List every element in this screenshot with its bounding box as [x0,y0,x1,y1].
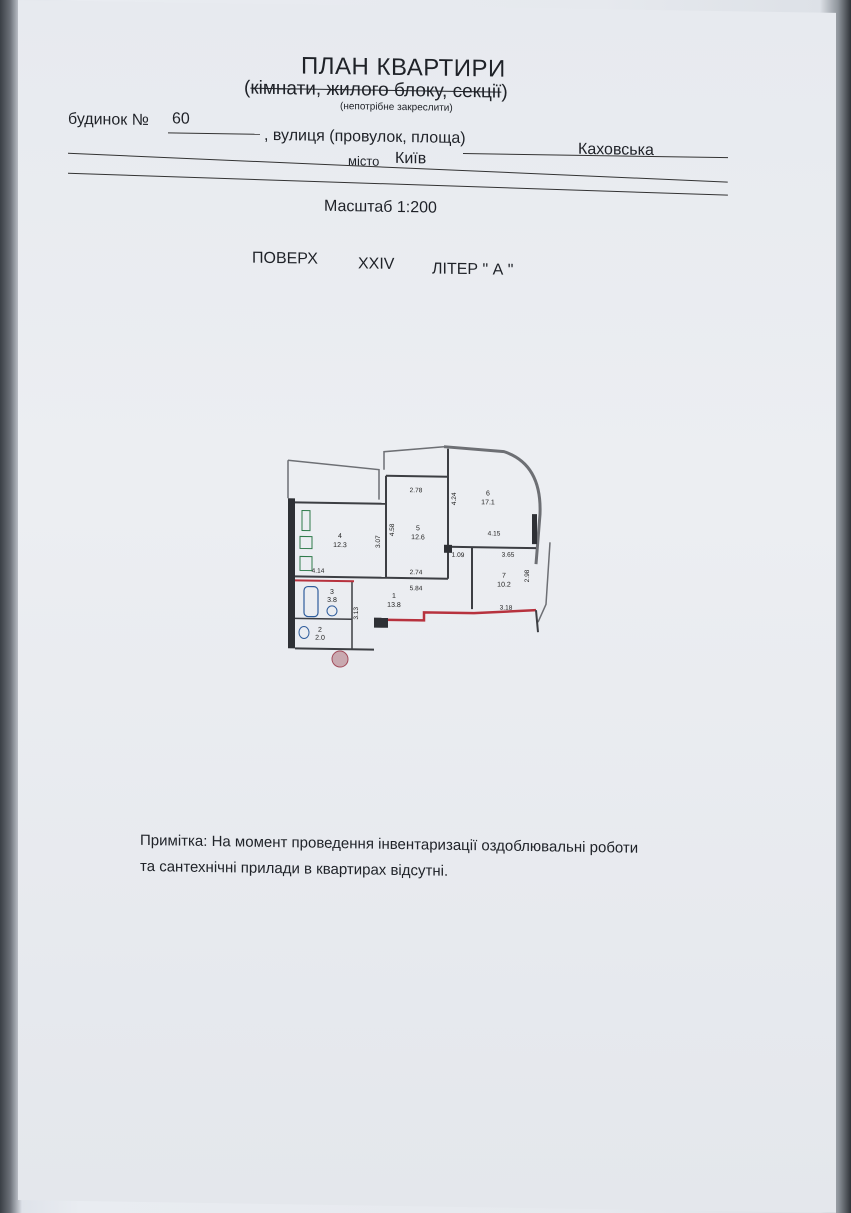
street-label: , вулиця (провулок, площа) [264,126,466,148]
house-number-underline [168,132,260,135]
dim-label: 2.74 [410,569,423,576]
room-5-area: 12.6 [411,534,425,541]
room-3-number: 3 [330,589,334,596]
document-subtitle: (кімнати, жилого блоку, секції) [244,78,508,104]
room-6-number: 6 [486,490,490,497]
liter-label: ЛІТЕР " А " [432,260,514,279]
floor-label: ПОВЕРХ [252,249,318,268]
dim-label: 1.09 [452,552,465,559]
riser-circle-icon [331,650,349,668]
wall-bottom-left [295,647,374,651]
wall-kitchen-bottom [295,575,386,579]
washbasin-icon [326,605,338,617]
dim-label: 4.58 [389,523,396,536]
bathtub-icon [303,585,319,618]
street-value: Каховська [578,140,654,159]
floor-value: XXIV [358,255,395,273]
house-number: 60 [172,110,190,128]
stove-icon [299,535,313,550]
curved-bay-wall [443,445,542,565]
apartment-floor-plan: 4 12.3 5 12.6 6 17.1 7 10.2 1 13.8 3 3.8… [287,445,551,668]
dim-label: 4.15 [488,530,501,537]
room-7-area: 10.2 [497,582,511,589]
wall-column-bottom [374,617,388,628]
dim-label: 3.65 [502,552,515,559]
room-5-number: 5 [416,525,420,532]
room-2-area: 2.0 [315,635,325,642]
subtitle-paren-close: ) [501,81,508,103]
subtitle-struck-text: кімнати, жилого блоку, секції [250,77,502,103]
toilet-icon [298,625,310,639]
note-line-2: та сантехнічні прилади в квартирах відсу… [140,857,449,880]
dim-label: 3.07 [375,535,382,548]
wall-column-right [532,514,537,545]
room-1-number: 1 [392,593,396,600]
balcony-left [287,459,380,500]
fridge-icon [299,555,313,572]
wall-top-kitchen [295,501,386,505]
red-wall-top [295,579,354,583]
outer-wall-left [288,498,295,649]
room-3-area: 3.8 [327,597,337,604]
city-value: Київ [395,149,427,168]
kitchen-sink-icon [301,509,311,532]
dim-label: 3.18 [500,605,513,612]
balcony-top [383,445,445,470]
wall-top-room5 [386,474,448,478]
dim-label: 4.24 [451,492,458,505]
city-line [67,172,728,196]
room-6-area: 17.1 [481,499,495,506]
subtitle-note: (непотрібне закреслити) [340,101,453,114]
city-label: місто [348,153,380,169]
wall-column-mid [444,544,452,553]
room-4-area: 12.3 [333,542,347,549]
balcony-right [537,542,551,623]
wall-hall-top [386,576,448,580]
wall-right-bottom [535,610,539,633]
room-2-number: 2 [318,627,322,634]
dim-label: 3.13 [353,607,360,620]
wall-bath-wc [295,617,352,620]
house-label: будинок № [68,110,149,130]
scale-label: Масштаб 1:200 [324,197,437,217]
room-1-area: 13.8 [387,602,401,609]
document-sheet: ПЛАН КВАРТИРИ (кімнати, жилого блоку, се… [18,0,836,1213]
room-7-number: 7 [502,573,506,580]
wall-room6-room7 [448,545,536,550]
red-wall-bottom [374,608,537,622]
dim-label: 2.98 [524,569,531,582]
dim-label: 2.78 [410,487,423,494]
note-line-1: Примітка: На момент проведення інвентари… [140,831,639,857]
dim-label: 4.14 [312,568,325,575]
room-4-number: 4 [338,533,342,540]
dim-label: 5.84 [410,585,423,592]
